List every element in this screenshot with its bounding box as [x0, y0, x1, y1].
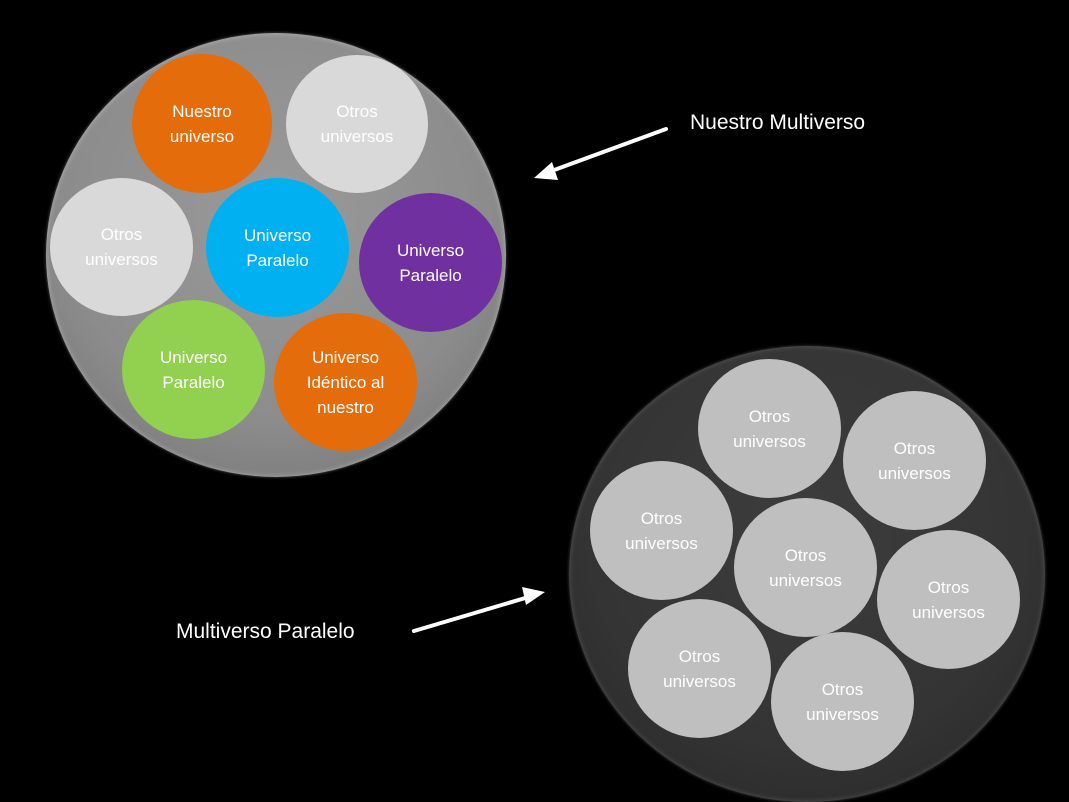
other-universes-label: Otros universos	[625, 508, 698, 553]
arrow-to-our-multiverse	[534, 127, 668, 180]
parallel-universe-label: Universo Paralelo	[396, 240, 465, 285]
parallel-universe-label: Universo Paralelo	[243, 225, 312, 270]
identical-universe-label: Universo Idéntico al nuestro	[306, 347, 385, 417]
other-universes-label: Otros universos	[733, 406, 806, 451]
parallel-multiverse-caption: Multiverso Paralelo	[176, 620, 355, 643]
arrow-to-parallel-multiverse	[412, 587, 545, 633]
other-universes-circle: Otros universos	[50, 178, 193, 316]
other-universes-circle: Otros universos	[628, 599, 771, 738]
parallel-universe-circle-green: Universo Paralelo	[122, 300, 265, 439]
other-universes-circle: Otros universos	[590, 461, 733, 600]
other-universes-circle: Otros universos	[843, 391, 986, 530]
other-universes-circle: Otros universos	[734, 498, 877, 637]
other-universes-label: Otros universos	[663, 646, 736, 691]
other-universes-label: Otros universos	[769, 545, 842, 590]
other-universes-circle: Otros universos	[771, 632, 914, 771]
other-universes-circle: Otros universos	[286, 55, 428, 193]
our-multiverse-caption: Nuestro Multiverso	[690, 111, 866, 134]
other-universes-circle: Otros universos	[698, 359, 841, 498]
our-universe-circle: Nuestro universo	[132, 54, 272, 193]
parallel-universe-circle-blue: Universo Paralelo	[206, 178, 349, 317]
our-universe-label: Nuestro universo	[169, 101, 235, 146]
other-universes-label: Otros universos	[878, 438, 951, 483]
identical-universe-circle: Universo Idéntico al nuestro	[274, 313, 417, 451]
parallel-universe-circle-purple: Universo Paralelo	[359, 193, 502, 332]
other-universes-circle: Otros universos	[877, 530, 1020, 669]
parallel-universe-label: Universo Paralelo	[159, 347, 228, 392]
other-universes-label: Otros universos	[320, 102, 394, 146]
other-universes-label: Otros universos	[912, 577, 985, 622]
other-universes-label: Otros universos	[806, 679, 879, 724]
other-universes-label: Otros universos	[85, 225, 158, 269]
